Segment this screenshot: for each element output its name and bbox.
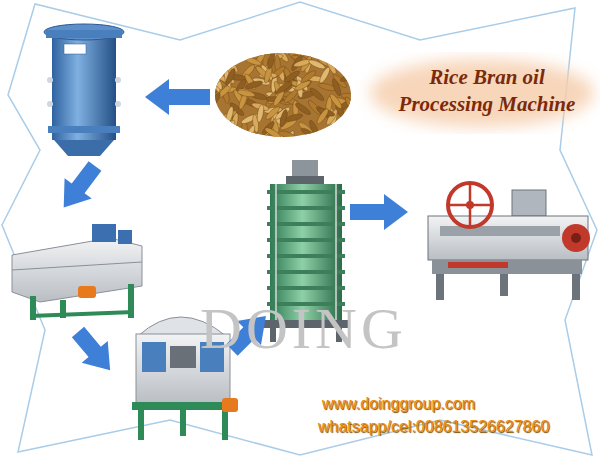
rice-grain [323,130,340,146]
rice-grain [264,126,282,140]
rice-grains [203,41,363,148]
rice-grain [341,93,360,101]
rice-grain [300,69,318,84]
vibrating-screen [12,224,142,320]
rice-grain [299,43,317,58]
magnetic-separator [44,24,124,156]
rice-grain [283,69,301,84]
rice-grain [328,92,343,110]
rice-grain [282,88,299,104]
rice-grain [345,130,361,147]
rice-grain [212,124,231,134]
rice-grain [224,67,237,86]
rice-grain [343,96,357,114]
rice-grain [327,126,338,145]
website: www.doinggroup.com [322,394,475,413]
rice-grain [225,48,244,58]
title-glow [370,59,594,127]
oil-press [428,183,590,300]
rice-grain [293,58,312,68]
rice-grain [203,66,222,78]
rice-grain [341,41,356,59]
rice-grain [275,80,293,95]
rice-grain [221,43,238,60]
rice-grain [343,122,360,138]
rice-grain [266,51,276,70]
rice-grain [226,50,245,59]
rice-grain [207,118,225,124]
rice-grain [337,119,354,136]
rice-grain [213,56,232,69]
rice-grain [256,104,265,123]
rice-grain [300,126,318,141]
rice-grain [308,58,327,70]
rice-grain [211,59,230,70]
rice-grain [218,119,236,134]
rice-grain [244,124,257,143]
rice-grain [206,55,221,73]
rice-grain [303,45,322,57]
rice-grain [243,55,262,67]
rice-grain [245,79,264,90]
rice-grain [339,71,358,83]
rice-grain [334,126,346,145]
rice-grain [343,50,361,64]
rice-grain [342,117,361,126]
rice-grain [209,72,219,91]
title: Rice Bran oil Processing Machine [380,64,594,119]
rice-grain [231,129,240,148]
rice-grain [237,126,250,145]
contact-phone: whatsapp/cel:008613526627860 [318,417,549,436]
rice-grain [278,130,297,140]
rice-grain [205,129,217,148]
rice-grain [240,133,258,139]
rice-grain [285,112,304,123]
rice-grain [296,47,314,54]
grain-pile [215,53,351,137]
rice-grain [244,137,262,143]
rice-grain [345,70,354,89]
rice-grain [344,45,363,56]
rice-grain [225,44,243,58]
rice-grain [207,68,219,87]
flow-arrows [50,79,408,381]
rice-grain [237,89,256,98]
watermark: DOING [200,300,407,358]
rice-grain [315,107,330,125]
